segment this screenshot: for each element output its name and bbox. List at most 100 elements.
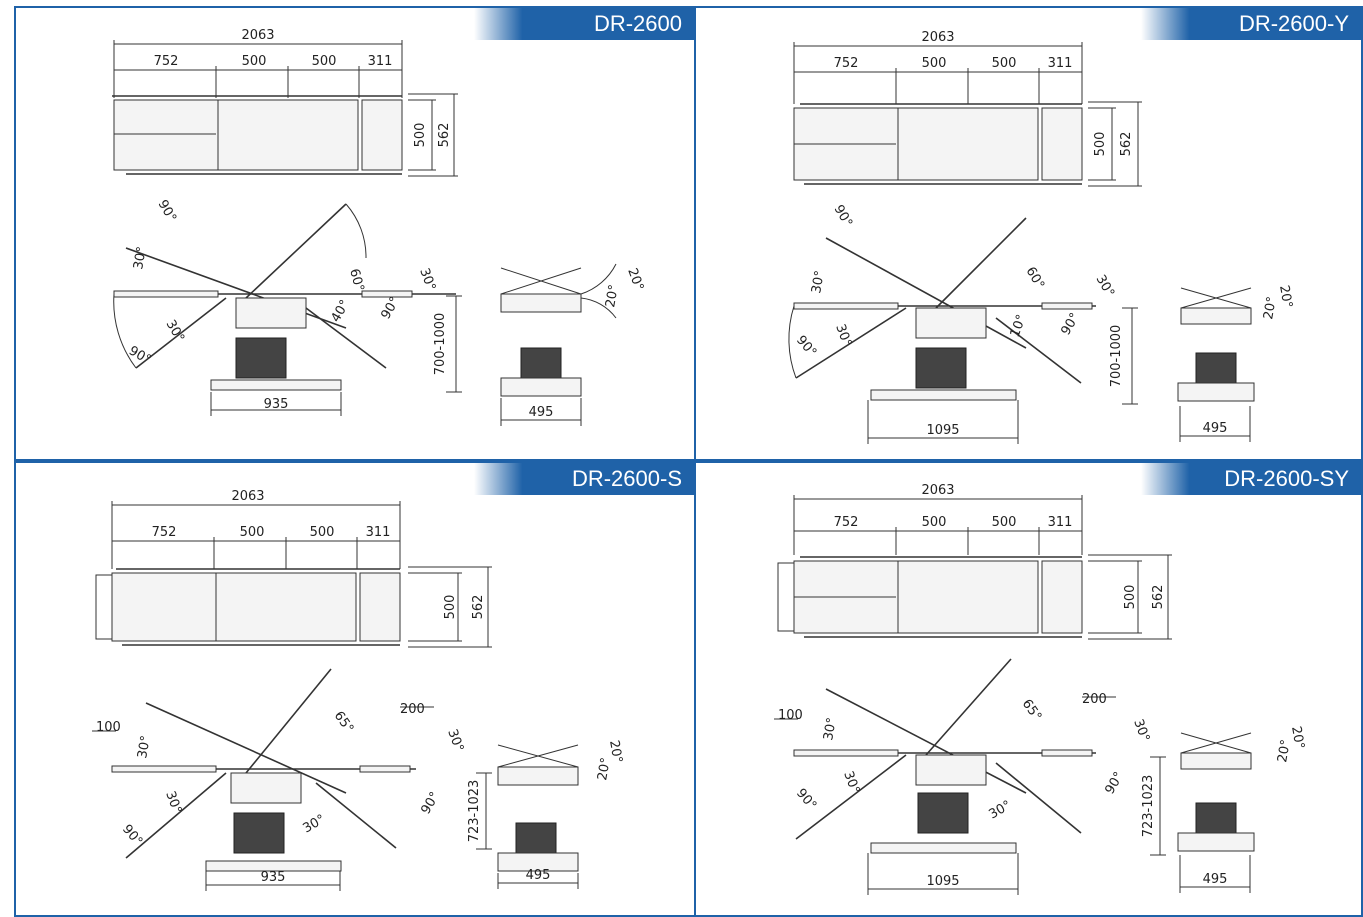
dim-total-length: 2063 [921,30,954,45]
angle-a7: 30° [987,798,1014,823]
angle-a8: 90° [1102,770,1127,797]
drawing: 2063 752 500 500 311 500 562 90° 30° 30°… [92,489,625,891]
front-view [500,263,617,426]
tilt-t1: 20° [606,739,625,764]
dim-seg2: 500 [922,515,947,530]
dim-seg1: 752 [834,56,859,71]
dim-front-width: 495 [526,868,551,883]
dim-seg4: 311 [1048,56,1073,71]
angle-a6: 30° [1130,717,1152,744]
dim-base-length: 1095 [926,874,959,889]
angle-a5: 60° [346,267,366,293]
dim-offset-right: 200 [1082,692,1107,707]
angle-a4: 90° [793,333,819,360]
angle-a3: 30° [163,318,188,345]
angle-a6: 30° [444,727,466,754]
tilt-t1: 20° [1288,725,1307,750]
dim-base-length: 935 [261,870,286,885]
dim-seg1: 752 [152,525,177,540]
model-label: DR-2600-S [474,463,694,495]
dim-seg3: 500 [992,515,1017,530]
panel-dr-2600-sy: DR-2600-SY 2063 752 500 500 311 500 [694,461,1363,917]
angle-a8: 90° [378,295,403,322]
dim-seg4: 311 [366,525,391,540]
top-view [777,495,1172,640]
dim-front-width: 495 [1203,421,1228,436]
dim-total-length: 2063 [241,28,274,43]
dim-base-length: 1095 [926,423,959,438]
angle-a4: 90° [126,343,153,368]
angle-a5: 65° [331,709,357,736]
angle-a3: 30° [840,769,862,796]
dim-offset-left: 100 [96,720,121,735]
drawing: 2063 752 500 500 311 500 562 90° 30° 30°… [774,483,1307,895]
dim-base-length: 935 [264,397,289,412]
dim-width-outer: 562 [471,595,486,620]
dim-width-inner: 500 [1093,132,1108,157]
dim-width-outer: 562 [437,123,452,148]
dim-front-width: 495 [529,405,554,420]
model-label: DR-2600 [474,8,694,40]
dim-seg2: 500 [242,54,267,69]
dim-height-range: 700-1000 [1109,325,1124,388]
dim-offset-right: 200 [400,702,425,717]
angle-a2: 30° [135,734,154,759]
angle-a1: 90° [793,786,819,813]
dim-offset-left: 100 [778,708,803,723]
angle-a1: 90° [155,198,180,225]
tilt-t2: 20° [595,756,614,781]
tilt-t2: 20° [1275,738,1294,763]
dim-width-outer: 562 [1151,585,1166,610]
dim-width-inner: 500 [413,123,428,148]
dim-seg3: 500 [992,56,1017,71]
dim-width-outer: 562 [1119,132,1134,157]
angle-a2: 30° [821,716,840,741]
dim-width-inner: 500 [1123,585,1138,610]
angle-a3: 30° [832,322,854,349]
top-view [112,40,458,177]
angle-a8: 90° [418,790,443,817]
angle-a6: 30° [1093,273,1118,300]
dim-seg1: 752 [154,54,179,69]
side-view [92,668,492,891]
panel-dr-2600-s: DR-2600-S 2063 752 500 500 311 500 [14,461,696,917]
dim-front-width: 495 [1203,872,1228,887]
tilt-t2: 20° [603,283,622,308]
model-label: DR-2600-SY [1141,463,1361,495]
tilt-t1: 20° [624,266,646,293]
dim-total-length: 2063 [231,489,264,504]
side-view [788,217,1138,444]
dim-seg2: 500 [240,525,265,540]
dim-seg1: 752 [834,515,859,530]
front-view [497,744,579,889]
panel-dr-2600: DR-2600 2063 752 500 500 311 50 [14,6,696,461]
dim-height-range: 723-1023 [467,780,482,843]
top-view [95,501,492,648]
angle-a8: 90° [1058,311,1083,338]
angle-a2: 30° [809,269,828,294]
front-view [1177,287,1255,442]
angle-a7: 40° [328,298,353,325]
dim-height-range: 723-1023 [1141,775,1156,838]
tilt-t2: 20° [1261,295,1280,320]
dim-seg4: 311 [368,54,393,69]
angle-a1: 90° [831,203,856,230]
drawing: 2063 752 500 500 311 500 562 90° 30° 30°… [112,28,646,426]
angle-a5: 65° [1019,697,1045,724]
dim-seg2: 500 [922,56,947,71]
dim-seg3: 500 [312,54,337,69]
dim-seg3: 500 [310,525,335,540]
dim-width-inner: 500 [443,595,458,620]
angle-a5: 60° [1023,265,1048,292]
side-view [113,203,462,416]
angle-a3: 30° [162,789,184,816]
dim-seg4: 311 [1048,515,1073,530]
front-view [1177,732,1255,893]
angle-a7: 10° [1008,313,1030,340]
model-label: DR-2600-Y [1141,8,1361,40]
top-view [793,42,1142,187]
angle-a2: 30° [131,245,150,270]
side-view [774,658,1166,895]
tilt-t1: 20° [1276,284,1295,309]
drawing: 2063 752 500 500 311 500 562 90° 30° 30°… [788,30,1295,444]
